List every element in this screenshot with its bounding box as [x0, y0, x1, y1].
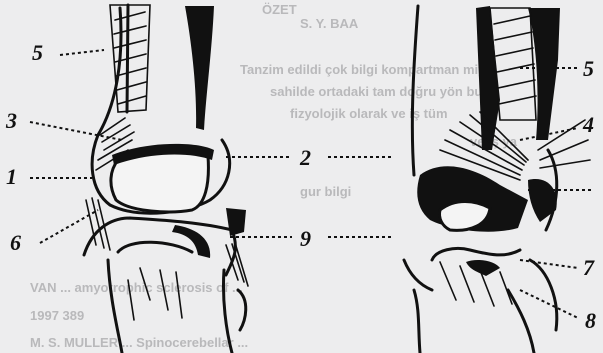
left-quadriceps-tendon — [110, 5, 150, 112]
right-meniscus — [466, 260, 500, 276]
leader-8 — [520, 290, 578, 318]
bg-line: Tanzim edildi çok bilgi kompartman miyo — [240, 62, 493, 77]
right-fibula-shaft — [508, 290, 534, 353]
label-9: 9 — [300, 226, 311, 251]
label-2: 2 — [299, 145, 311, 170]
bg-heading: ÖZET — [262, 2, 297, 17]
left-calf-outline — [238, 290, 246, 330]
left-tibial-line — [118, 242, 192, 252]
bg-line: S. Y. BAA — [300, 16, 359, 31]
left-femur-cortex — [185, 6, 214, 130]
bg-line: VAN ... amyotrophic sclerosis of ... — [30, 280, 243, 295]
leader-7 — [520, 260, 578, 268]
left-knee-drawing — [84, 5, 248, 353]
bg-line: gur bilgi — [300, 184, 351, 199]
bg-line: 1997 389 — [30, 308, 84, 323]
right-tibia-left-edge — [404, 260, 432, 290]
bg-line: sahilde ortadaki tam doğru yön bu — [270, 84, 482, 99]
label-5-right: 5 — [583, 56, 594, 81]
right-knee-drawing — [404, 6, 590, 353]
right-tibia-plateau — [432, 248, 520, 260]
right-tibia-shaft — [414, 290, 420, 353]
label-8: 8 — [585, 308, 596, 333]
right-calf-outline — [530, 260, 557, 330]
bg-line: fizyolojik olarak ve iş tüm — [290, 106, 448, 121]
label-1: 1 — [6, 164, 17, 189]
bg-line: M. S. MULLER ... Spinocerebellar ... — [30, 335, 248, 350]
leader-5-left — [60, 50, 104, 55]
leader-3 — [30, 122, 122, 140]
leader-6 — [40, 210, 98, 243]
label-5-left: 5 — [32, 40, 43, 65]
left-tibia-plateau — [84, 218, 235, 275]
label-4: 4 — [582, 112, 594, 137]
label-3: 3 — [5, 108, 17, 133]
label-6: 6 — [10, 230, 21, 255]
left-femur-outline — [98, 8, 121, 135]
label-7: 7 — [583, 255, 595, 280]
